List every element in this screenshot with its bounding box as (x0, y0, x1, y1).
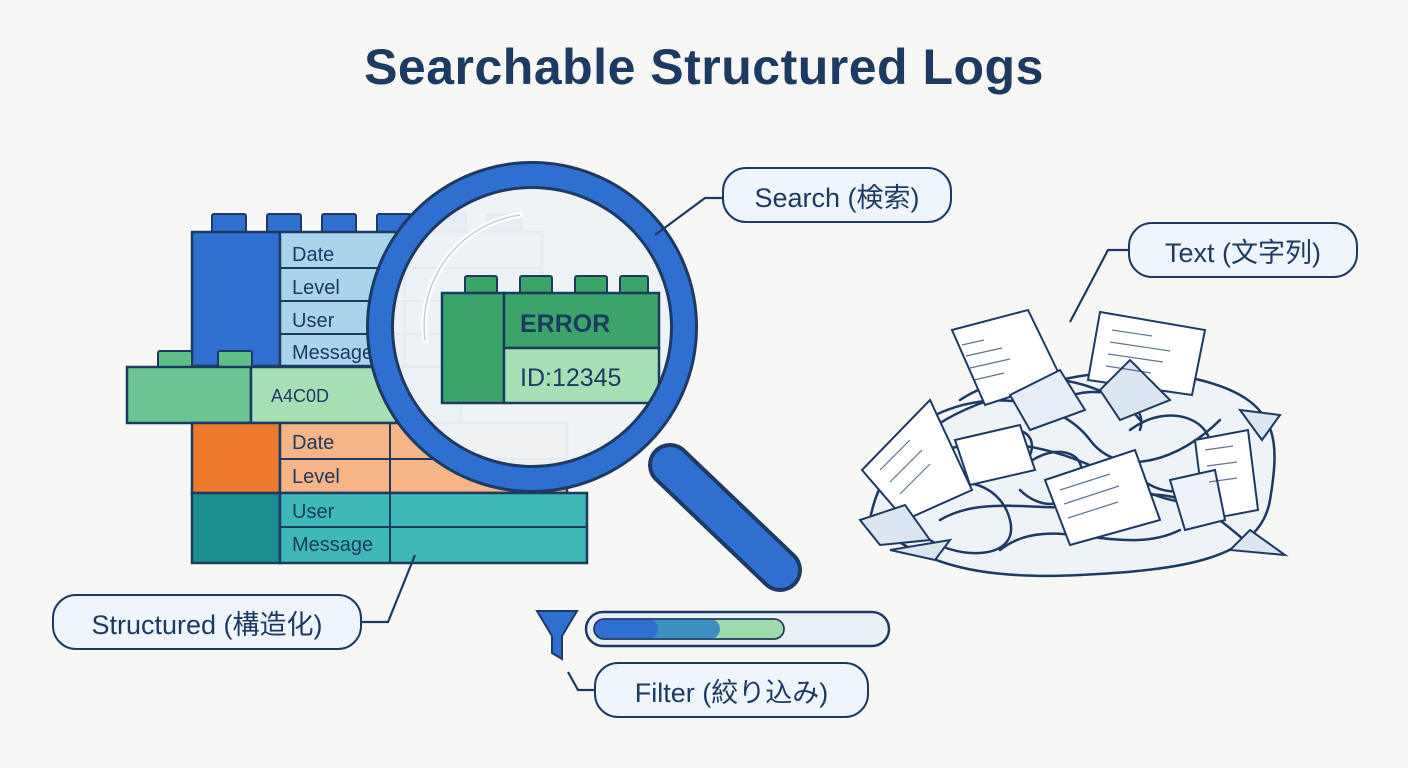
magnifier-icon: ERROR ID:12345 (366, 161, 802, 592)
blue-field-level: Level (292, 277, 340, 299)
filter-progress-bar (584, 610, 891, 648)
blue-field-user: User (292, 310, 335, 332)
orange-field-level: Level (292, 466, 340, 488)
teal-field-user: User (292, 501, 335, 523)
teal-field-message: Message (292, 534, 373, 556)
funnel-icon (535, 610, 579, 661)
structured-label: Structured (構造化) (52, 594, 362, 650)
label-connectors (362, 196, 1128, 692)
teal-log-block: User Message (190, 491, 589, 565)
paper-pile-icon (858, 308, 1289, 578)
page-title: Searchable Structured Logs (364, 39, 1044, 95)
blue-field-message: Message (292, 342, 373, 364)
orange-field-date: Date (292, 432, 334, 454)
magnified-id: ID:12345 (520, 364, 621, 392)
green-bar-value: A4C0D (271, 386, 329, 406)
magnified-level: ERROR (520, 310, 610, 338)
magnified-error-block: ERROR ID:12345 (440, 275, 661, 405)
structured-log-blocks: Date Level User Message A4C0D (125, 213, 589, 565)
blue-field-date: Date (292, 244, 334, 266)
text-label: Text (文字列) (1128, 222, 1358, 278)
filter-label: Filter (絞り込み) (594, 662, 869, 718)
search-label: Search (検索) (722, 167, 952, 223)
